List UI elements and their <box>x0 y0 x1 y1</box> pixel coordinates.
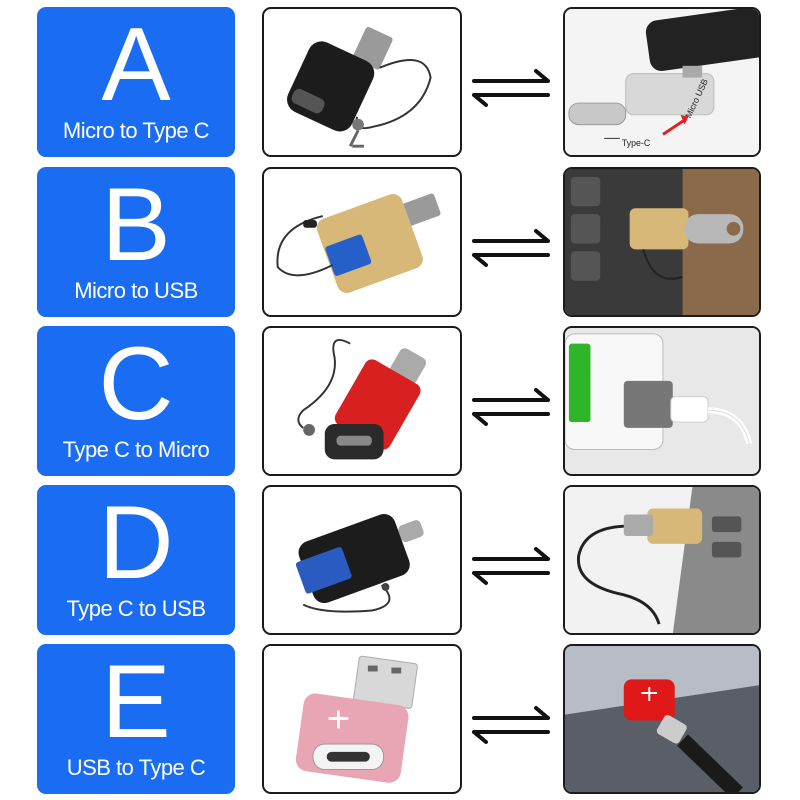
adapter-letter: A <box>101 7 171 123</box>
adapter-usage-image <box>563 644 761 794</box>
adapter-letter: D <box>98 485 174 601</box>
bidirectional-arrows-icon <box>472 229 550 267</box>
gold-micro-to-usb-adapter-image <box>276 193 441 293</box>
adapter-caption: Type C to Micro <box>62 437 210 462</box>
adapter-letter: E <box>101 644 171 760</box>
adapter-usage-image <box>563 326 761 476</box>
adapter-caption: Micro to USB <box>74 278 198 303</box>
bidirectional-arrows-icon <box>472 706 550 744</box>
adapter-row-c: C Type C to Micro <box>0 319 800 476</box>
adapter-letter: C <box>98 326 174 442</box>
adapter-product-image <box>262 167 462 317</box>
laptop-with-usb-cable-scene <box>565 487 759 633</box>
adapter-row-a: A Micro to Type C Type-C Micro USB <box>0 0 800 157</box>
adapter-label-badge: E USB to Type C <box>37 644 235 794</box>
bidirectional-arrows-icon <box>472 388 550 426</box>
red-typec-to-micro-adapter-image <box>297 339 426 460</box>
adapter-caption: Type C to USB <box>66 596 206 621</box>
adapter-caption: USB to Type C <box>66 755 206 780</box>
adapter-product-image <box>262 326 462 476</box>
pink-usb-to-typec-adapter-image <box>295 655 418 783</box>
adapter-label-badge: A Micro to Type C <box>37 7 235 157</box>
bidirectional-arrows-icon <box>472 547 550 585</box>
adapter-usage-image: Type-C Micro USB <box>563 7 761 157</box>
adapter-letter: B <box>101 167 171 283</box>
adapter-row-d: D Type C to USB <box>0 478 800 635</box>
adapter-product-image <box>262 644 462 794</box>
laptop-with-red-adapter-scene <box>565 646 759 792</box>
laptop-with-adapter-scene <box>565 169 759 315</box>
adapter-label-badge: B Micro to USB <box>37 167 235 317</box>
adapter-row-b: B Micro to USB <box>0 160 800 317</box>
black-micro-to-typec-adapter-image <box>287 26 432 148</box>
black-typec-to-usb-adapter-image <box>295 514 424 613</box>
phone-charging-scene <box>565 328 759 474</box>
type-c-label: Type-C <box>622 138 651 148</box>
bidirectional-arrows-icon <box>472 69 550 107</box>
adapter-usage-image <box>563 485 761 635</box>
adapter-label-badge: C Type C to Micro <box>37 326 235 476</box>
adapter-caption: Micro to Type C <box>62 118 210 143</box>
adapter-product-image <box>262 7 462 157</box>
adapter-label-badge: D Type C to USB <box>37 485 235 635</box>
adapter-row-e: E USB to Type C <box>0 637 800 794</box>
phone-with-adapter-scene: Type-C Micro USB <box>565 9 759 155</box>
adapter-product-image <box>262 485 462 635</box>
adapter-usage-image <box>563 167 761 317</box>
